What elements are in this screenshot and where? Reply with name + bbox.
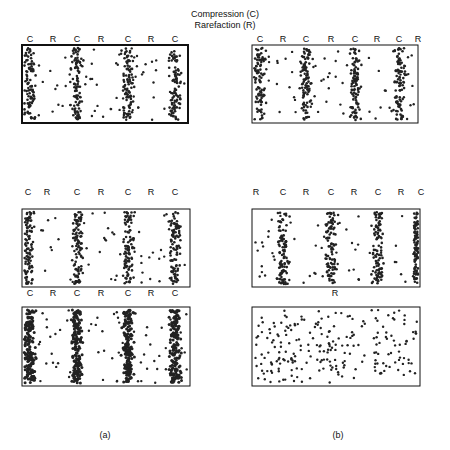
wave-label: C: [74, 34, 81, 45]
wave-label: R: [332, 288, 339, 299]
wave-label: C: [303, 34, 310, 45]
wave-label: C: [418, 187, 425, 198]
wave-label: R: [374, 34, 381, 45]
wave-label: C: [172, 187, 179, 198]
wave-label: C: [375, 187, 382, 198]
wave-label: C: [125, 187, 132, 198]
wave-label: R: [148, 187, 155, 198]
wave-label: C: [74, 288, 81, 299]
wave-label: C: [396, 34, 403, 45]
wave-label: R: [398, 187, 405, 198]
wave-label: C: [125, 288, 132, 299]
particle-panel: [22, 307, 190, 386]
wave-label: R: [148, 288, 155, 299]
wave-label: R: [98, 34, 105, 45]
wave-label: C: [125, 34, 132, 45]
wave-label: (b): [333, 430, 344, 441]
wave-label: R: [50, 34, 57, 45]
wave-label: R: [415, 34, 422, 45]
particle-panel: [252, 209, 420, 287]
wave-label: C: [257, 34, 264, 45]
wave-label: Compression (C): [191, 9, 259, 20]
wave-label: R: [328, 34, 335, 45]
wave-label: C: [328, 187, 335, 198]
particle-panel: [252, 307, 420, 386]
wave-label: C: [25, 187, 32, 198]
wave-label: R: [148, 34, 155, 45]
wave-label: (a): [100, 430, 111, 441]
wave-label: C: [27, 288, 34, 299]
wave-label: R: [351, 187, 358, 198]
wave-label: C: [172, 288, 179, 299]
wave-label: C: [352, 34, 359, 45]
wave-label: R: [98, 187, 105, 198]
wave-label: R: [253, 187, 260, 198]
wave-label: C: [27, 34, 34, 45]
particle-panel: [22, 209, 190, 287]
wave-label: Rarefaction (R): [194, 20, 255, 31]
particle-panel: [22, 45, 188, 123]
wave-label: C: [74, 187, 81, 198]
wave-label: C: [280, 187, 287, 198]
particle-panel: [252, 45, 418, 123]
wave-label: R: [44, 187, 51, 198]
wave-label: R: [303, 187, 310, 198]
wave-label: R: [50, 288, 57, 299]
wave-label: R: [280, 34, 287, 45]
wave-label: R: [98, 288, 105, 299]
wave-label: C: [172, 34, 179, 45]
